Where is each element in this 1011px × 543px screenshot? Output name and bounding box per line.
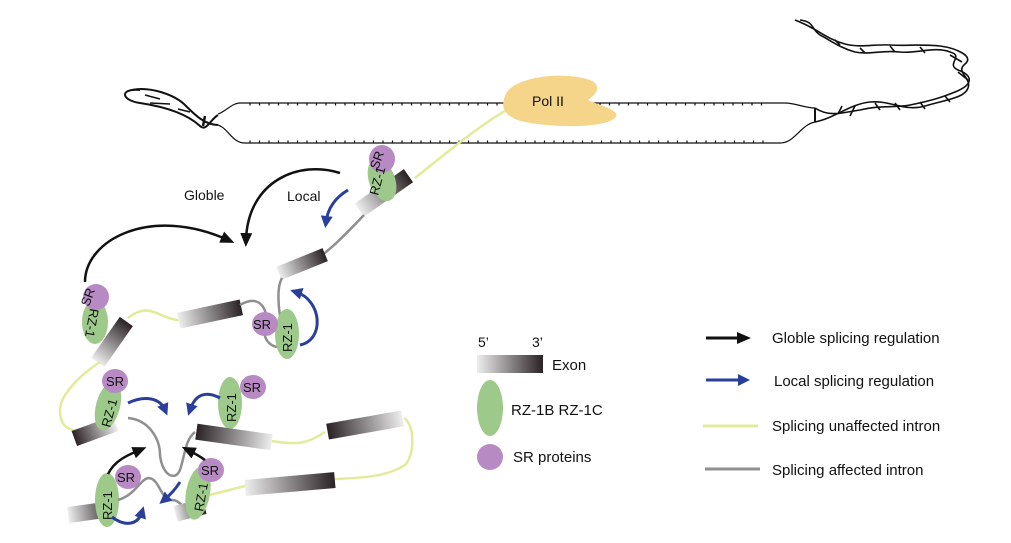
rna-affected-intron — [127, 416, 196, 478]
legend-global-label: Globle splicing regulation — [772, 330, 940, 347]
exon — [244, 472, 336, 496]
sr-protein — [252, 312, 278, 336]
rz-sr-complex-left: RZ-1 SR — [78, 284, 109, 344]
rna-unaffected-intron — [334, 416, 414, 481]
rna-unaffected-intron — [58, 360, 101, 434]
legend-local-label: Local splicing regulation — [774, 373, 934, 390]
legend-affected-label: Splicing affected intron — [772, 462, 924, 479]
sr-protein — [369, 145, 395, 173]
local-label: Local — [287, 188, 320, 204]
pol-ii-label: Pol II — [532, 93, 564, 109]
local-arrow — [290, 288, 319, 347]
legend-exon-label: Exon — [552, 357, 586, 374]
rz-sr-complex-bottom-left: SR RZ-1 — [95, 465, 141, 527]
rna-unaffected-intron — [127, 309, 181, 322]
rz-label: RZ-1 — [280, 323, 295, 352]
sr-protein — [83, 284, 109, 310]
dna-helix-left — [124, 88, 219, 129]
sr-label: SR — [117, 470, 135, 485]
global-arrow — [106, 447, 147, 475]
dna-bottom-strand — [217, 121, 816, 144]
legend-five-prime: 5’ — [478, 334, 489, 350]
sr-label: SR — [78, 286, 98, 308]
globle-label: Globle — [184, 187, 225, 203]
rz-sr-complex-lower-right: SR RZ-1 — [218, 375, 266, 429]
legend-rz-swatch — [477, 380, 503, 436]
exon — [177, 299, 243, 329]
global-arrow — [83, 224, 235, 283]
dna-top-strand — [217, 102, 508, 115]
rz-sr-complex-bottom-right: SR RZ-1 — [185, 458, 224, 520]
rz-1-protein — [82, 300, 108, 344]
legend-components: 5’ 3’ Exon RZ-1B RZ-1C SR proteins — [477, 334, 603, 470]
sr-label: SR — [201, 463, 219, 478]
rz-label: RZ-1 — [224, 393, 239, 422]
rz-1-protein — [218, 377, 242, 429]
sr-label: SR — [367, 149, 387, 171]
sr-label: SR — [243, 380, 261, 395]
dna-helix-right — [794, 19, 971, 123]
legend-lines: Globle splicing regulation Local splicin… — [703, 330, 940, 479]
sr-label: SR — [253, 317, 271, 332]
pol-ii: Pol II — [503, 75, 617, 127]
rz-sr-complex-mid: SR RZ-1 — [252, 309, 299, 359]
local-arrow — [186, 392, 221, 416]
legend-sr-swatch — [477, 444, 503, 470]
exon — [195, 423, 273, 451]
rz-label: RZ-1 — [366, 165, 388, 197]
local-arrow — [127, 397, 169, 416]
legend-sr-label: SR proteins — [513, 449, 591, 466]
legend-exon-swatch — [477, 355, 543, 373]
rna-unaffected-intron — [271, 430, 326, 445]
sr-protein — [115, 465, 141, 489]
rna-unaffected-intron-top — [414, 106, 511, 179]
legend-unaffected-label: Splicing unaffected intron — [772, 418, 940, 435]
sr-protein — [102, 369, 128, 393]
rz-1-protein — [94, 381, 122, 431]
legend-rz-label: RZ-1B RZ-1C — [511, 402, 603, 419]
global-arrow — [240, 168, 341, 247]
exon — [91, 316, 133, 368]
rz-sr-complex-lower-left: SR RZ-1 — [94, 369, 128, 431]
strand-ticks — [249, 103, 764, 143]
sr-protein — [198, 458, 224, 482]
sr-label: SR — [106, 374, 124, 389]
global-arrow — [181, 446, 206, 462]
rz-label: RZ-1 — [82, 307, 102, 338]
rna-unaffected-intron — [209, 484, 246, 497]
rz-sr-complex-top: RZ-1 SR — [366, 145, 397, 202]
rz-label: RZ-1 — [191, 481, 211, 512]
local-arrow — [159, 481, 182, 504]
legend-three-prime: 3’ — [532, 334, 543, 350]
rz-label: RZ-1 — [100, 491, 115, 520]
local-arrow — [111, 506, 146, 525]
local-arrow — [320, 188, 349, 228]
exon — [276, 248, 328, 280]
rz-1-protein — [275, 309, 299, 359]
dna-transcription-bubble — [124, 19, 971, 144]
rz-label: RZ-1 — [98, 397, 120, 429]
rz-1-protein — [95, 473, 119, 527]
dna-top-strand-right — [590, 102, 816, 109]
exon — [326, 410, 404, 440]
sr-protein — [240, 375, 266, 399]
